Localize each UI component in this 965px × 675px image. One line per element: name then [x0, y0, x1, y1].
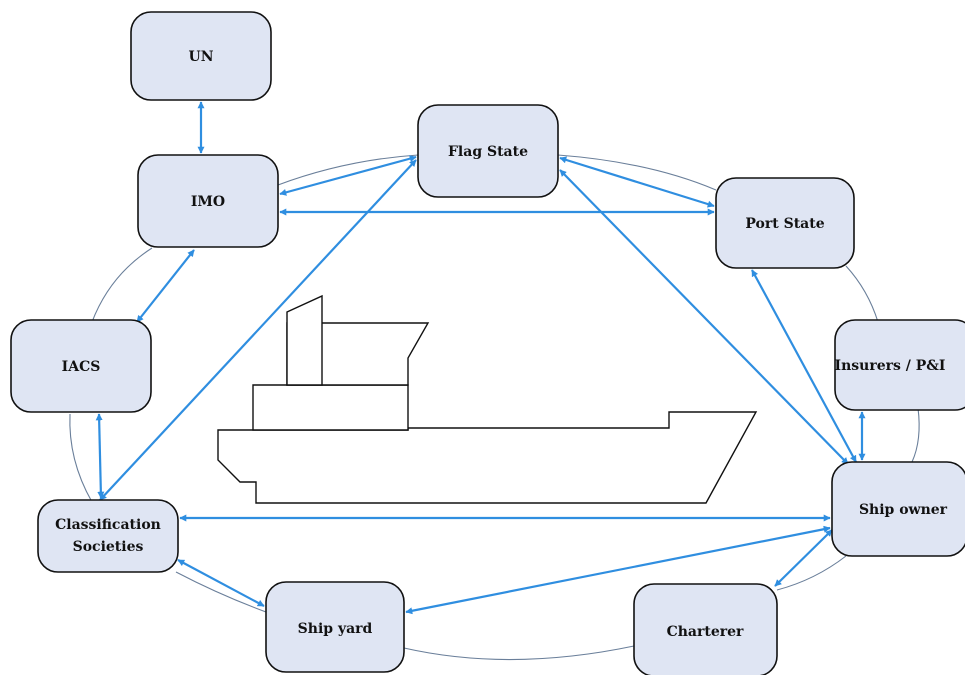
node-charterer: Charterer	[633, 583, 778, 675]
node-flag-state-label: Flag State	[448, 144, 528, 160]
ring-shipyard-class	[175, 571, 267, 613]
arrow-shipowner-shipyard	[405, 525, 831, 615]
node-insurers: Insurers / P&I	[834, 319, 965, 411]
node-un: UN	[130, 11, 272, 101]
node-class-label-line1: Classification	[55, 517, 161, 533]
ship-illustration	[217, 294, 758, 504]
node-iacs-label: IACS	[62, 359, 101, 375]
node-imo: IMO	[137, 154, 279, 248]
node-ship-owner: Ship owner	[831, 461, 965, 557]
ring-class-iacs	[69, 413, 93, 503]
ring-portstate-insurers	[845, 265, 879, 323]
ring-flagstate-portstate	[557, 154, 717, 191]
node-iacs: IACS	[10, 319, 152, 413]
node-port-state-label: Port State	[745, 216, 824, 232]
node-charterer-label: Charterer	[667, 624, 744, 640]
ship-deckhouse	[252, 384, 409, 431]
arrow-flagstate-class	[99, 159, 417, 501]
arrow-iacs-class	[95, 413, 105, 499]
node-ship-yard-label: Ship yard	[298, 621, 373, 637]
arrow-imo-iacs	[136, 249, 195, 323]
arrow-portstate-shipowner	[751, 269, 857, 463]
node-classification-societies: Classification Societies	[37, 499, 179, 573]
ring-iacs-imo	[91, 247, 153, 323]
node-insurers-label: Insurers / P&I	[835, 358, 946, 374]
node-un-label: UN	[188, 49, 213, 65]
node-layer: UN IMO Flag State Port State IACS Insure…	[10, 11, 965, 675]
ring-insurers-shipowner	[911, 407, 920, 463]
node-imo-label: IMO	[191, 194, 225, 210]
ship-funnel	[286, 294, 323, 386]
arrow-shipowner-charterer	[774, 529, 833, 587]
arrow-class-shipyard	[177, 559, 265, 607]
relationship-arrows	[95, 101, 866, 615]
node-port-state: Port State	[715, 177, 855, 269]
arrow-imo-flagstate	[279, 155, 417, 196]
node-ship-owner-label: Ship owner	[859, 502, 948, 518]
arrow-flagstate-portstate	[559, 156, 715, 208]
node-class-label-line2: Societies	[73, 539, 144, 555]
ring-charterer-shipyard	[403, 645, 635, 661]
node-ship-yard: Ship yard	[265, 581, 405, 673]
node-flag-state: Flag State	[417, 104, 559, 198]
